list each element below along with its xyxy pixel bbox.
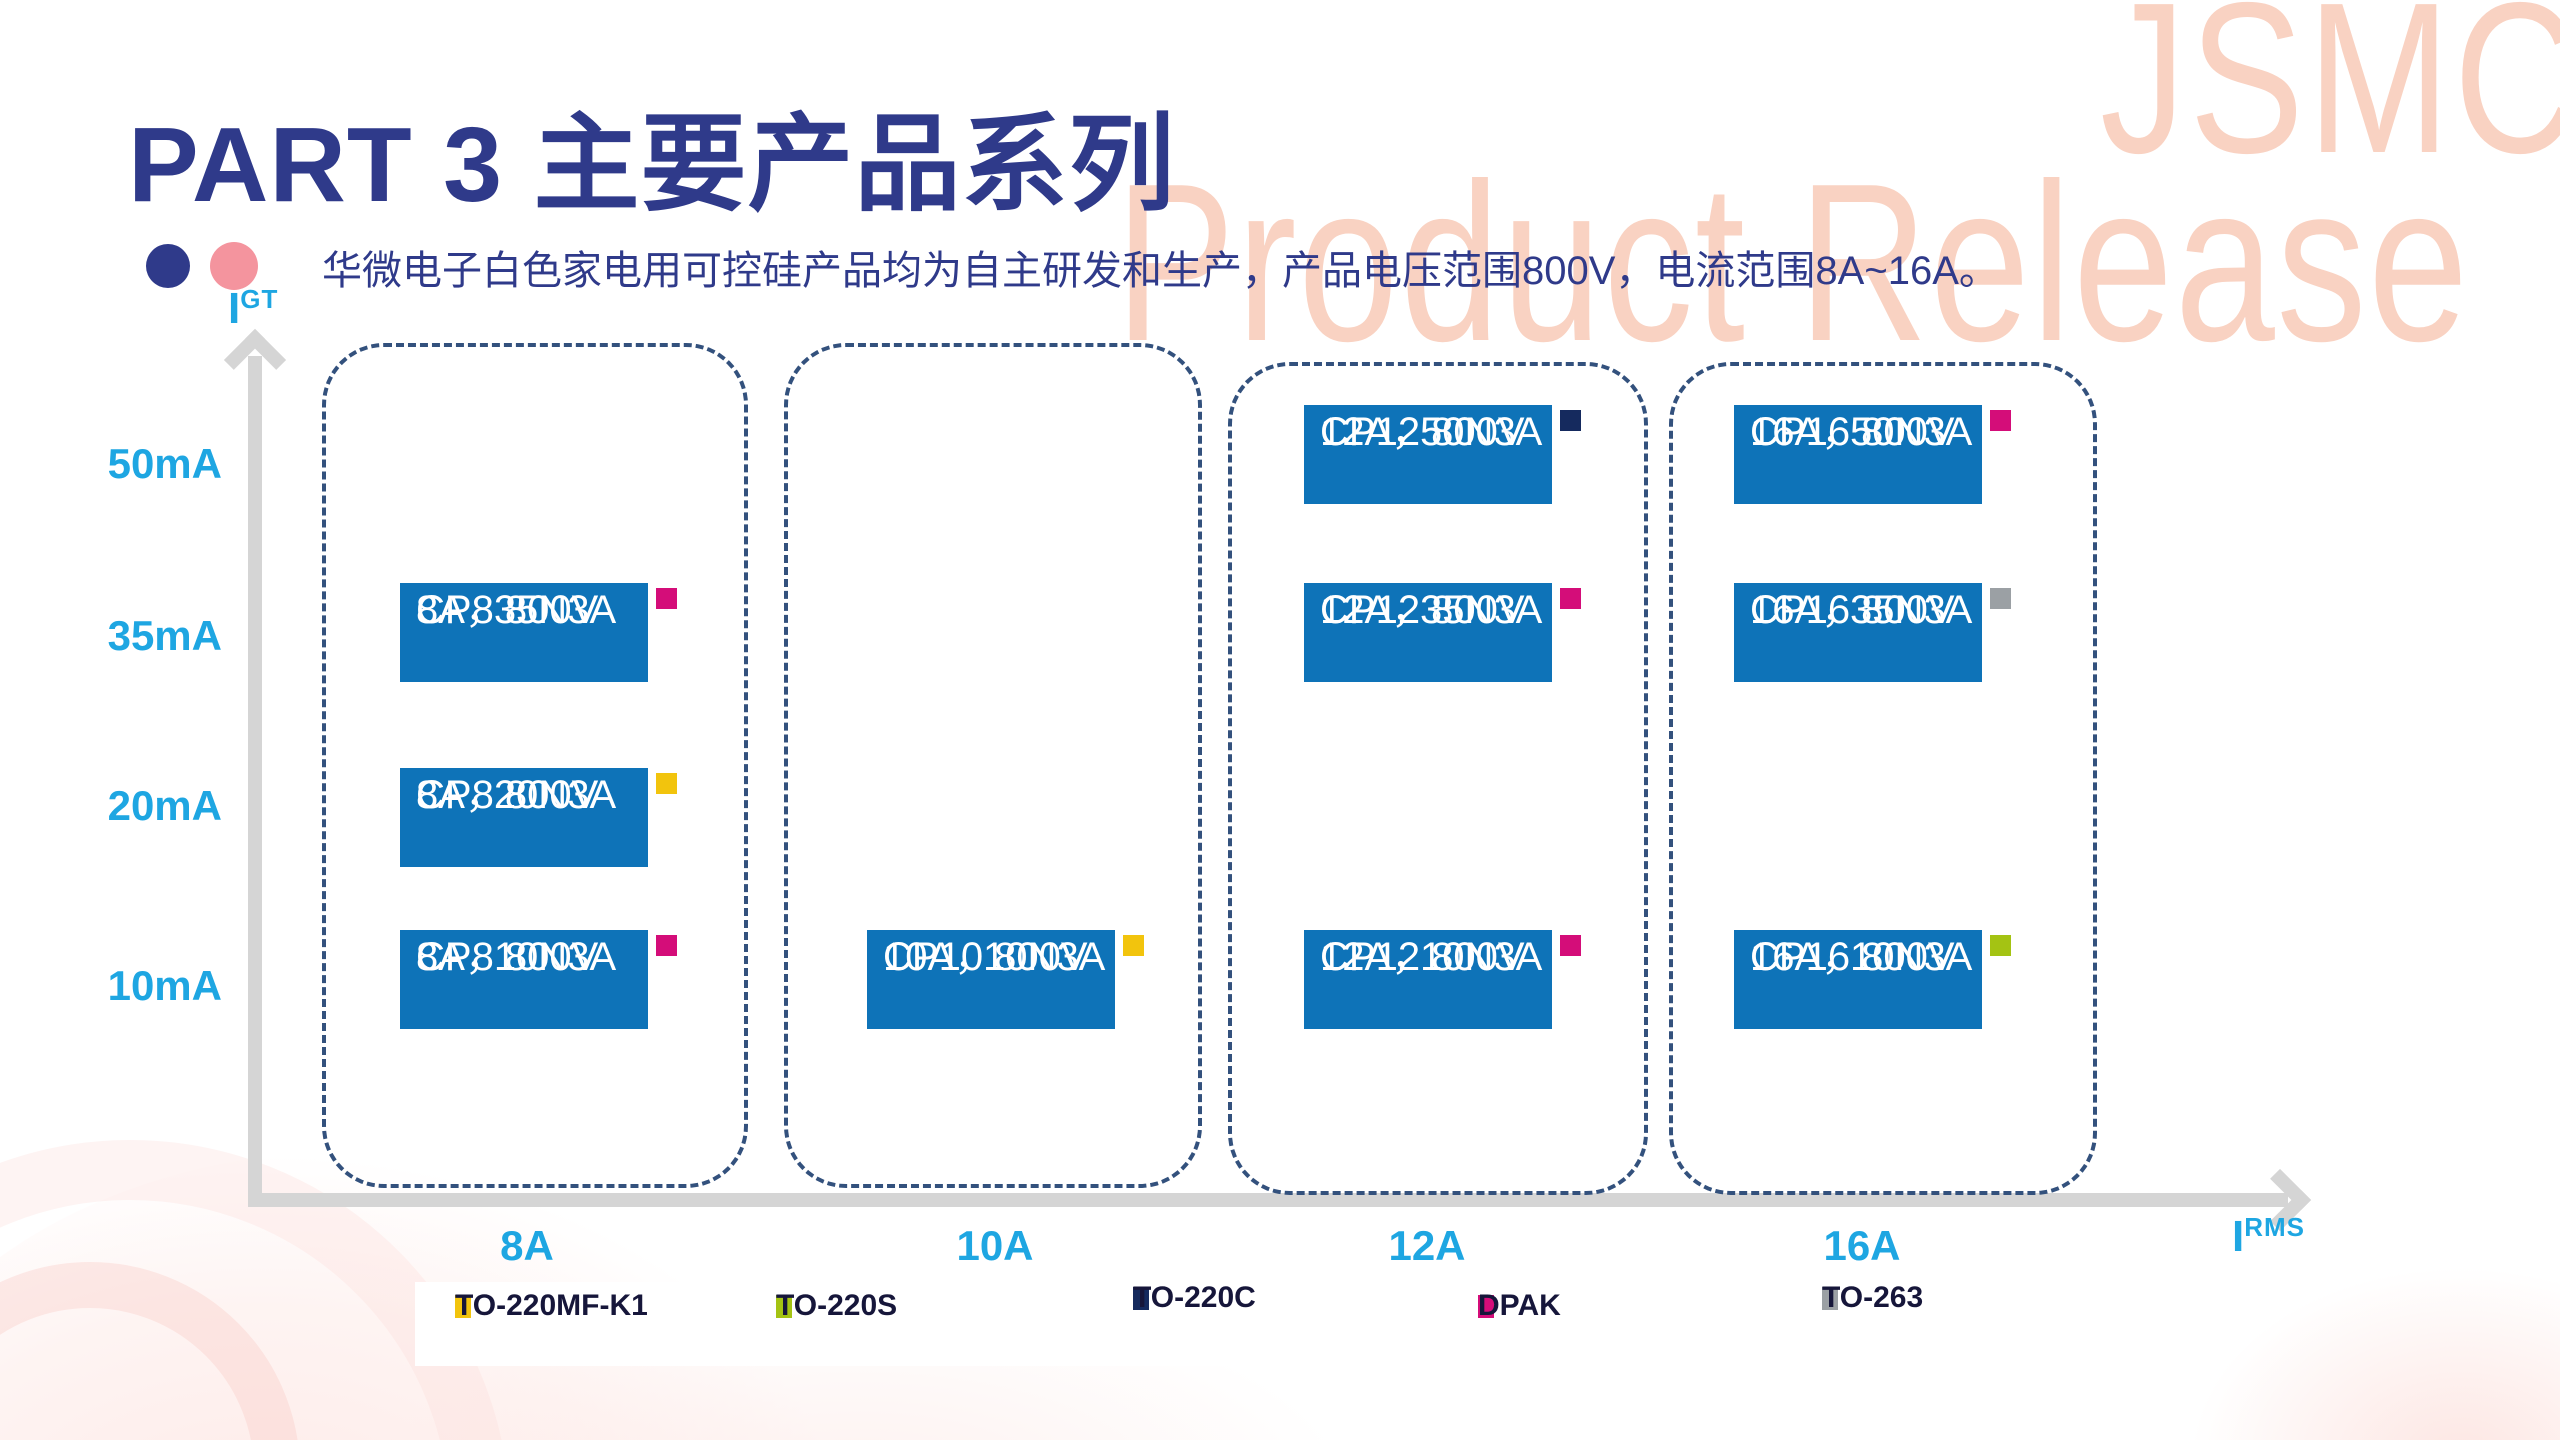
x-axis-label-main: I (2232, 1212, 2245, 1261)
y-tick-35ma: 35mA (107, 612, 222, 659)
product-spec: 8A，800V (416, 935, 599, 979)
product-spec: 10A，800V (883, 935, 1088, 979)
y-tick-10ma: 10mA (107, 962, 222, 1009)
legend-strip (415, 1282, 2055, 1366)
y-axis-label-main: I (228, 284, 241, 333)
package-icon-dpak (656, 935, 677, 956)
legend-marker-to-220s (776, 1294, 792, 1318)
legend-label: TO-220MF-K1 (455, 1289, 648, 1322)
product-group-12a (1228, 362, 1648, 1195)
product-group-10a (784, 343, 1202, 1188)
bullet-dot-pink-icon (210, 242, 258, 290)
x-tick-12a: 12A (1388, 1222, 1466, 1269)
product-spec: 12A，800V (1320, 935, 1525, 979)
product-spec: 12A，800V (1320, 410, 1525, 454)
legend-label: DPAK (1478, 1289, 1561, 1322)
product-spec: 12A，800V (1320, 588, 1525, 632)
y-axis-line (248, 356, 262, 1202)
x-tick-16a: 16A (1823, 1222, 1901, 1269)
product-model: CP1010N3A (883, 935, 1106, 979)
legend-marker-dpak (1478, 1294, 1494, 1318)
product-model: CP1250N3A (1320, 410, 1543, 454)
legend-marker-to-220mf-k1 (455, 1294, 471, 1318)
product-model: CP1610N3A (1750, 935, 1973, 979)
package-icon-dpak (1990, 410, 2011, 431)
package-icon-to-263 (1990, 588, 2011, 609)
product-model: CP820N3A (416, 773, 617, 817)
x-axis-line (248, 1193, 2288, 1207)
legend-marker-to-263 (1822, 1286, 1838, 1310)
legend-label: TO-220C (1133, 1281, 1256, 1314)
product-model: CP1650N3A (1750, 410, 1973, 454)
product-spec: 8A，800V (416, 773, 599, 817)
package-icon-to-220mf-k1 (1123, 935, 1144, 956)
package-icon-to-220s (1990, 935, 2011, 956)
product-spec: 16A，800V (1750, 588, 1955, 632)
subtitle: 华微电子白色家电用可控硅产品均为自主研发和生产，产品电压范围800V，电流范围8… (322, 249, 1999, 293)
y-tick-50ma: 50mA (107, 440, 222, 487)
legend-label: TO-220S (776, 1289, 898, 1322)
bullet-dot-navy-icon (146, 244, 190, 288)
product-model: CP1235N3A (1320, 588, 1543, 632)
y-axis-label-sub: GT (240, 284, 279, 314)
product-spec: 8A，800V (416, 588, 599, 632)
product-model: CP835N3A (416, 588, 617, 632)
package-icon-dpak (1560, 935, 1581, 956)
product-group-8a (322, 343, 748, 1188)
package-icon-to-220c (1560, 410, 1581, 431)
page-title: PART 3 主要产品系列 (128, 106, 1176, 224)
legend-marker-to-220c (1133, 1286, 1149, 1310)
package-icon-dpak (1560, 588, 1581, 609)
watermark-jsmc: JSMC (2100, 0, 2560, 198)
x-axis-label-sub: RMS (2244, 1212, 2306, 1242)
package-icon-to-220mf-k1 (656, 773, 677, 794)
x-tick-8a: 8A (500, 1222, 554, 1269)
y-tick-20ma: 20mA (107, 782, 222, 829)
product-model: CP810N3A (416, 935, 617, 979)
product-group-16a (1669, 362, 2097, 1195)
x-tick-10a: 10A (956, 1222, 1034, 1269)
watermark-release: Product Release (1115, 136, 2470, 388)
package-icon-dpak (656, 588, 677, 609)
product-spec: 16A，800V (1750, 410, 1955, 454)
product-spec: 16A，800V (1750, 935, 1955, 979)
legend-label: TO-263 (1822, 1281, 1924, 1314)
product-model: CP1210N3A (1320, 935, 1543, 979)
product-model: CP1635N3A (1750, 588, 1973, 632)
